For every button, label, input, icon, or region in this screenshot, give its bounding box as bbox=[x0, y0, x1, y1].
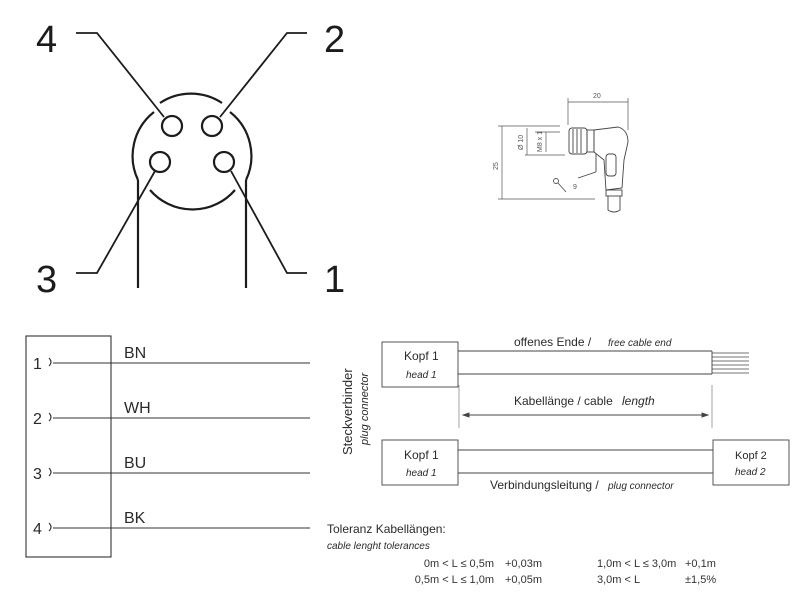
pin-1-socket-icon bbox=[48, 357, 52, 367]
wiring-diagram bbox=[25, 335, 310, 558]
tolerance-value: +0,03m bbox=[505, 558, 542, 570]
connection-label-de: Verbindungsleitung / bbox=[490, 478, 599, 492]
wrench-icon bbox=[553, 178, 567, 193]
connector-outline-bottom-arc bbox=[149, 189, 236, 211]
tolerance-range: 3,0m < L bbox=[597, 574, 640, 586]
head-2-label-de: Kopf 2 bbox=[735, 450, 767, 462]
head-1-label-de: Kopf 1 bbox=[404, 349, 439, 363]
tolerance-value: +0,05m bbox=[505, 574, 542, 586]
arrow-left-icon bbox=[461, 412, 470, 418]
pin-3-socket-icon bbox=[48, 467, 52, 477]
free-end-label-en: free cable end bbox=[608, 338, 672, 349]
leader-line-3 bbox=[76, 170, 156, 274]
wire-color-code: BU bbox=[124, 455, 146, 472]
dimension-height: 25 bbox=[493, 162, 500, 170]
head-1-box-bottom bbox=[381, 439, 459, 486]
tolerance-title-de: Toleranz Kabellängen: bbox=[327, 522, 446, 536]
pin-label-3: 3 bbox=[36, 259, 57, 301]
connector-outline-top-arc bbox=[159, 92, 223, 104]
pin-4-socket-icon bbox=[48, 522, 52, 532]
head-1-label-de: Kopf 1 bbox=[404, 448, 439, 462]
tolerance-value: ±1,5% bbox=[685, 574, 716, 586]
wire-color-code: BK bbox=[124, 510, 146, 527]
wiring-pin-number: 3 bbox=[33, 466, 42, 483]
tolerance-range: 1,0m < L ≤ 3,0m bbox=[597, 558, 676, 570]
wire-color-code: WH bbox=[124, 400, 151, 417]
pin-label-2: 2 bbox=[324, 19, 345, 61]
connector-outline-left-arc bbox=[131, 111, 155, 181]
length-label-de: Kabellänge / cable bbox=[514, 394, 613, 408]
head-1-box-top bbox=[381, 341, 459, 388]
connection-label-en: plug connector bbox=[607, 481, 674, 492]
free-end-label-de: offenes Ende / bbox=[514, 335, 592, 349]
connector-outline-right-arc bbox=[229, 111, 253, 181]
tolerance-value: +0,1m bbox=[685, 558, 716, 570]
free-wire-ends bbox=[712, 352, 749, 374]
length-label-en: length bbox=[622, 394, 655, 408]
head-2-label-en: head 2 bbox=[735, 467, 766, 478]
head-1-label-en: head 1 bbox=[406, 370, 437, 381]
connector-box bbox=[25, 335, 112, 558]
pin-2-circle bbox=[200, 114, 224, 138]
tolerance-range: 0,5m < L ≤ 1,0m bbox=[415, 574, 494, 586]
dimension-width: 20 bbox=[593, 93, 601, 100]
wiring-pin-number: 2 bbox=[33, 411, 42, 428]
dimension-diameter: Ø 10 bbox=[518, 135, 525, 150]
dimension-drawing bbox=[498, 98, 629, 213]
side-label-en: plug connector bbox=[359, 372, 371, 446]
wiring-pin-number: 4 bbox=[33, 521, 42, 538]
pin-3-circle bbox=[148, 150, 172, 174]
pin-1-circle bbox=[212, 150, 236, 174]
side-label-de: Steckverbinder bbox=[340, 368, 355, 455]
pin-label-4: 4 bbox=[36, 19, 57, 61]
leader-line-4 bbox=[76, 32, 165, 118]
head-1-label-en: head 1 bbox=[406, 468, 437, 479]
leader-line-1 bbox=[230, 170, 307, 274]
pin-4-circle bbox=[160, 114, 184, 138]
wiring-pin-number: 1 bbox=[33, 356, 42, 373]
wire-color-code: BN bbox=[124, 345, 146, 362]
dimension-thread: M8 x 1 bbox=[537, 131, 544, 152]
arrow-right-icon bbox=[701, 412, 710, 418]
tolerance-title-en: cable lenght tolerances bbox=[327, 541, 430, 552]
pin-2-socket-icon bbox=[48, 412, 52, 422]
leader-line-2 bbox=[219, 32, 307, 118]
angled-connector-outline bbox=[568, 126, 629, 213]
pin-label-1: 1 bbox=[324, 259, 345, 301]
wrench-size: 9 bbox=[573, 184, 577, 191]
cable-diagram bbox=[381, 341, 790, 486]
tolerance-range: 0m < L ≤ 0,5m bbox=[424, 558, 494, 570]
pin-face-view bbox=[76, 32, 307, 288]
head-2-box bbox=[712, 439, 790, 486]
